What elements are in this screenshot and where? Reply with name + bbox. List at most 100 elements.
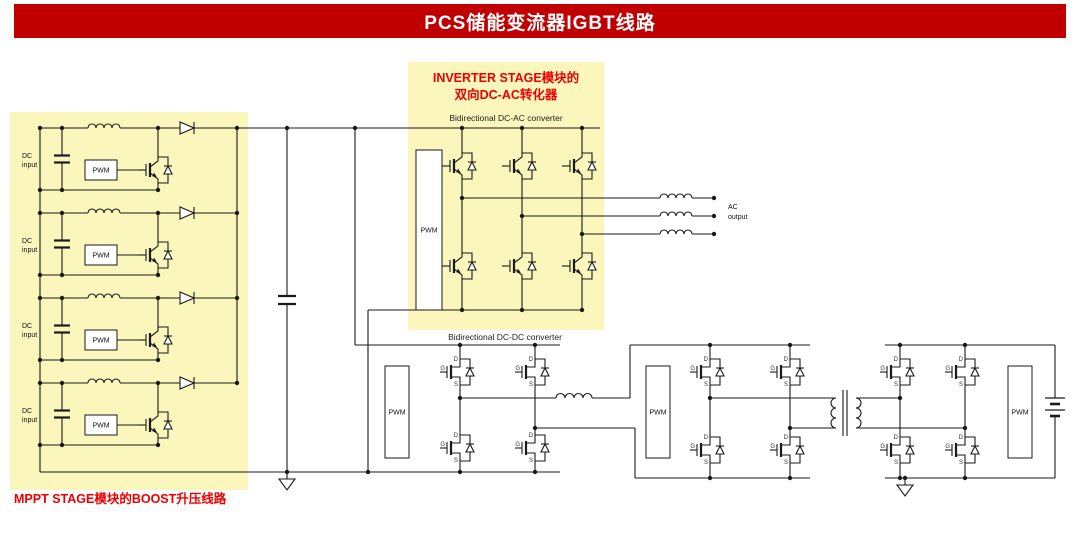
igbt-symbol [138, 154, 173, 186]
svg-text:D: D [784, 435, 789, 441]
svg-text:G: G [880, 366, 885, 372]
svg-text:D: D [704, 357, 709, 363]
svg-text:S: S [959, 382, 963, 388]
svg-text:S: S [894, 460, 898, 466]
svg-text:G: G [515, 366, 520, 372]
pwm-box: PWM [415, 149, 443, 311]
svg-text:D: D [454, 433, 459, 439]
svg-text:output: output [728, 214, 748, 221]
svg-text:G: G [770, 366, 775, 372]
igbt-symbol [502, 150, 537, 182]
svg-text:G: G [440, 366, 445, 372]
mosfet-symbol: G D S [945, 356, 980, 388]
capacitor-symbol [54, 383, 70, 445]
svg-text:DC: DC [22, 323, 32, 330]
inductor-symbol [659, 193, 693, 199]
inductor-symbol [659, 229, 693, 235]
mosfet-symbol: G D S [440, 432, 475, 464]
svg-text:G: G [880, 444, 885, 450]
mosfet-symbol: GDS [880, 434, 915, 466]
mosfet-symbol: G D S [880, 356, 915, 388]
svg-text:PWM: PWM [92, 168, 109, 175]
svg-text:G: G [770, 444, 775, 450]
inductor-symbol [87, 208, 121, 214]
components: PWMDCinputPWMDCinputPWMDCinputPWMDCinput… [22, 121, 1065, 497]
mosfet-symbol: G D S [690, 434, 725, 466]
page-title: PCS储能变流器IGBT线路 [424, 12, 656, 34]
svg-text:D: D [784, 357, 789, 363]
pwm-box: PWM [384, 365, 410, 459]
svg-text:S: S [894, 382, 898, 388]
svg-text:input: input [22, 417, 37, 424]
junction-dots [37, 125, 968, 481]
svg-text:PWM: PWM [420, 228, 437, 235]
dc-input-label: DC input [22, 153, 37, 169]
svg-text:PWM: PWM [92, 253, 109, 260]
igbt-symbol [562, 150, 597, 182]
svg-text:DC: DC [22, 408, 32, 415]
capacitor-symbol [54, 128, 70, 190]
svg-text:S: S [454, 382, 458, 388]
inductor-symbol [659, 211, 693, 217]
mosfet-symbol: G D S [945, 434, 980, 466]
diode-symbol [179, 206, 196, 220]
dc-dc-converter-label: Bidirectional DC-DC converter [448, 332, 562, 342]
svg-text:D: D [454, 357, 459, 363]
capacitor-symbol [278, 128, 296, 472]
inductor-symbol [87, 378, 121, 384]
pwm-box: PWM [84, 159, 118, 181]
pwm-box: PWM [645, 365, 671, 459]
diode-symbol [179, 376, 196, 390]
ground-symbol [895, 478, 915, 497]
svg-text:G: G [440, 442, 445, 448]
wires [39, 127, 1055, 479]
svg-text:S: S [784, 460, 788, 466]
svg-text:AC: AC [728, 204, 738, 211]
inductor-symbol [87, 293, 121, 299]
inverter-note-line1: INVERTER STAGE模块的 [433, 70, 579, 85]
diode-symbol [179, 121, 196, 135]
mosfet-symbol: GDS [770, 356, 805, 388]
pwm-box: PWM [84, 329, 118, 351]
svg-text:input: input [22, 247, 37, 254]
svg-text:DC: DC [22, 153, 32, 160]
igbt-symbol [442, 250, 477, 282]
svg-text:D: D [704, 435, 709, 441]
svg-text:G: G [945, 444, 950, 450]
svg-text:PWM: PWM [388, 410, 405, 417]
mosfet-symbol: G D S [770, 434, 805, 466]
svg-text:D: D [529, 433, 534, 439]
svg-text:D: D [959, 357, 964, 363]
svg-text:D: D [959, 435, 964, 441]
dc-input-label: DC input [22, 408, 37, 424]
svg-text:S: S [959, 460, 963, 466]
mosfet-symbol: GDS [690, 356, 725, 388]
header-bar: PCS储能变流器IGBT线路 [14, 4, 1066, 38]
svg-text:G: G [945, 366, 950, 372]
svg-text:S: S [454, 458, 458, 464]
svg-text:D: D [894, 357, 899, 363]
igbt-symbol [138, 324, 173, 356]
svg-text:PWM: PWM [92, 423, 109, 430]
capacitor-symbol [54, 298, 70, 360]
igbt-symbol [138, 409, 173, 441]
capacitor-symbol [54, 213, 70, 275]
svg-text:G: G [690, 444, 695, 450]
pwm-box: PWM [1007, 365, 1033, 459]
mosfet-symbol: G D S [440, 356, 475, 388]
svg-text:S: S [529, 382, 533, 388]
ac-output-label: AC output [728, 204, 748, 221]
mppt-note: MPPT STAGE模块的BOOST升压线路 [14, 491, 227, 506]
inverter-note-line2: 双向DC-AC转化器 [454, 87, 558, 102]
pwm-box: PWM [84, 414, 118, 436]
svg-text:DC: DC [22, 238, 32, 245]
svg-text:PWM: PWM [1011, 410, 1028, 417]
transformer-symbol [830, 390, 862, 436]
svg-text:input: input [22, 162, 37, 169]
mosfet-symbol: GDS [515, 432, 550, 464]
mosfet-symbol: GDS [515, 356, 550, 388]
battery-symbol [1045, 345, 1065, 478]
svg-text:S: S [704, 460, 708, 466]
